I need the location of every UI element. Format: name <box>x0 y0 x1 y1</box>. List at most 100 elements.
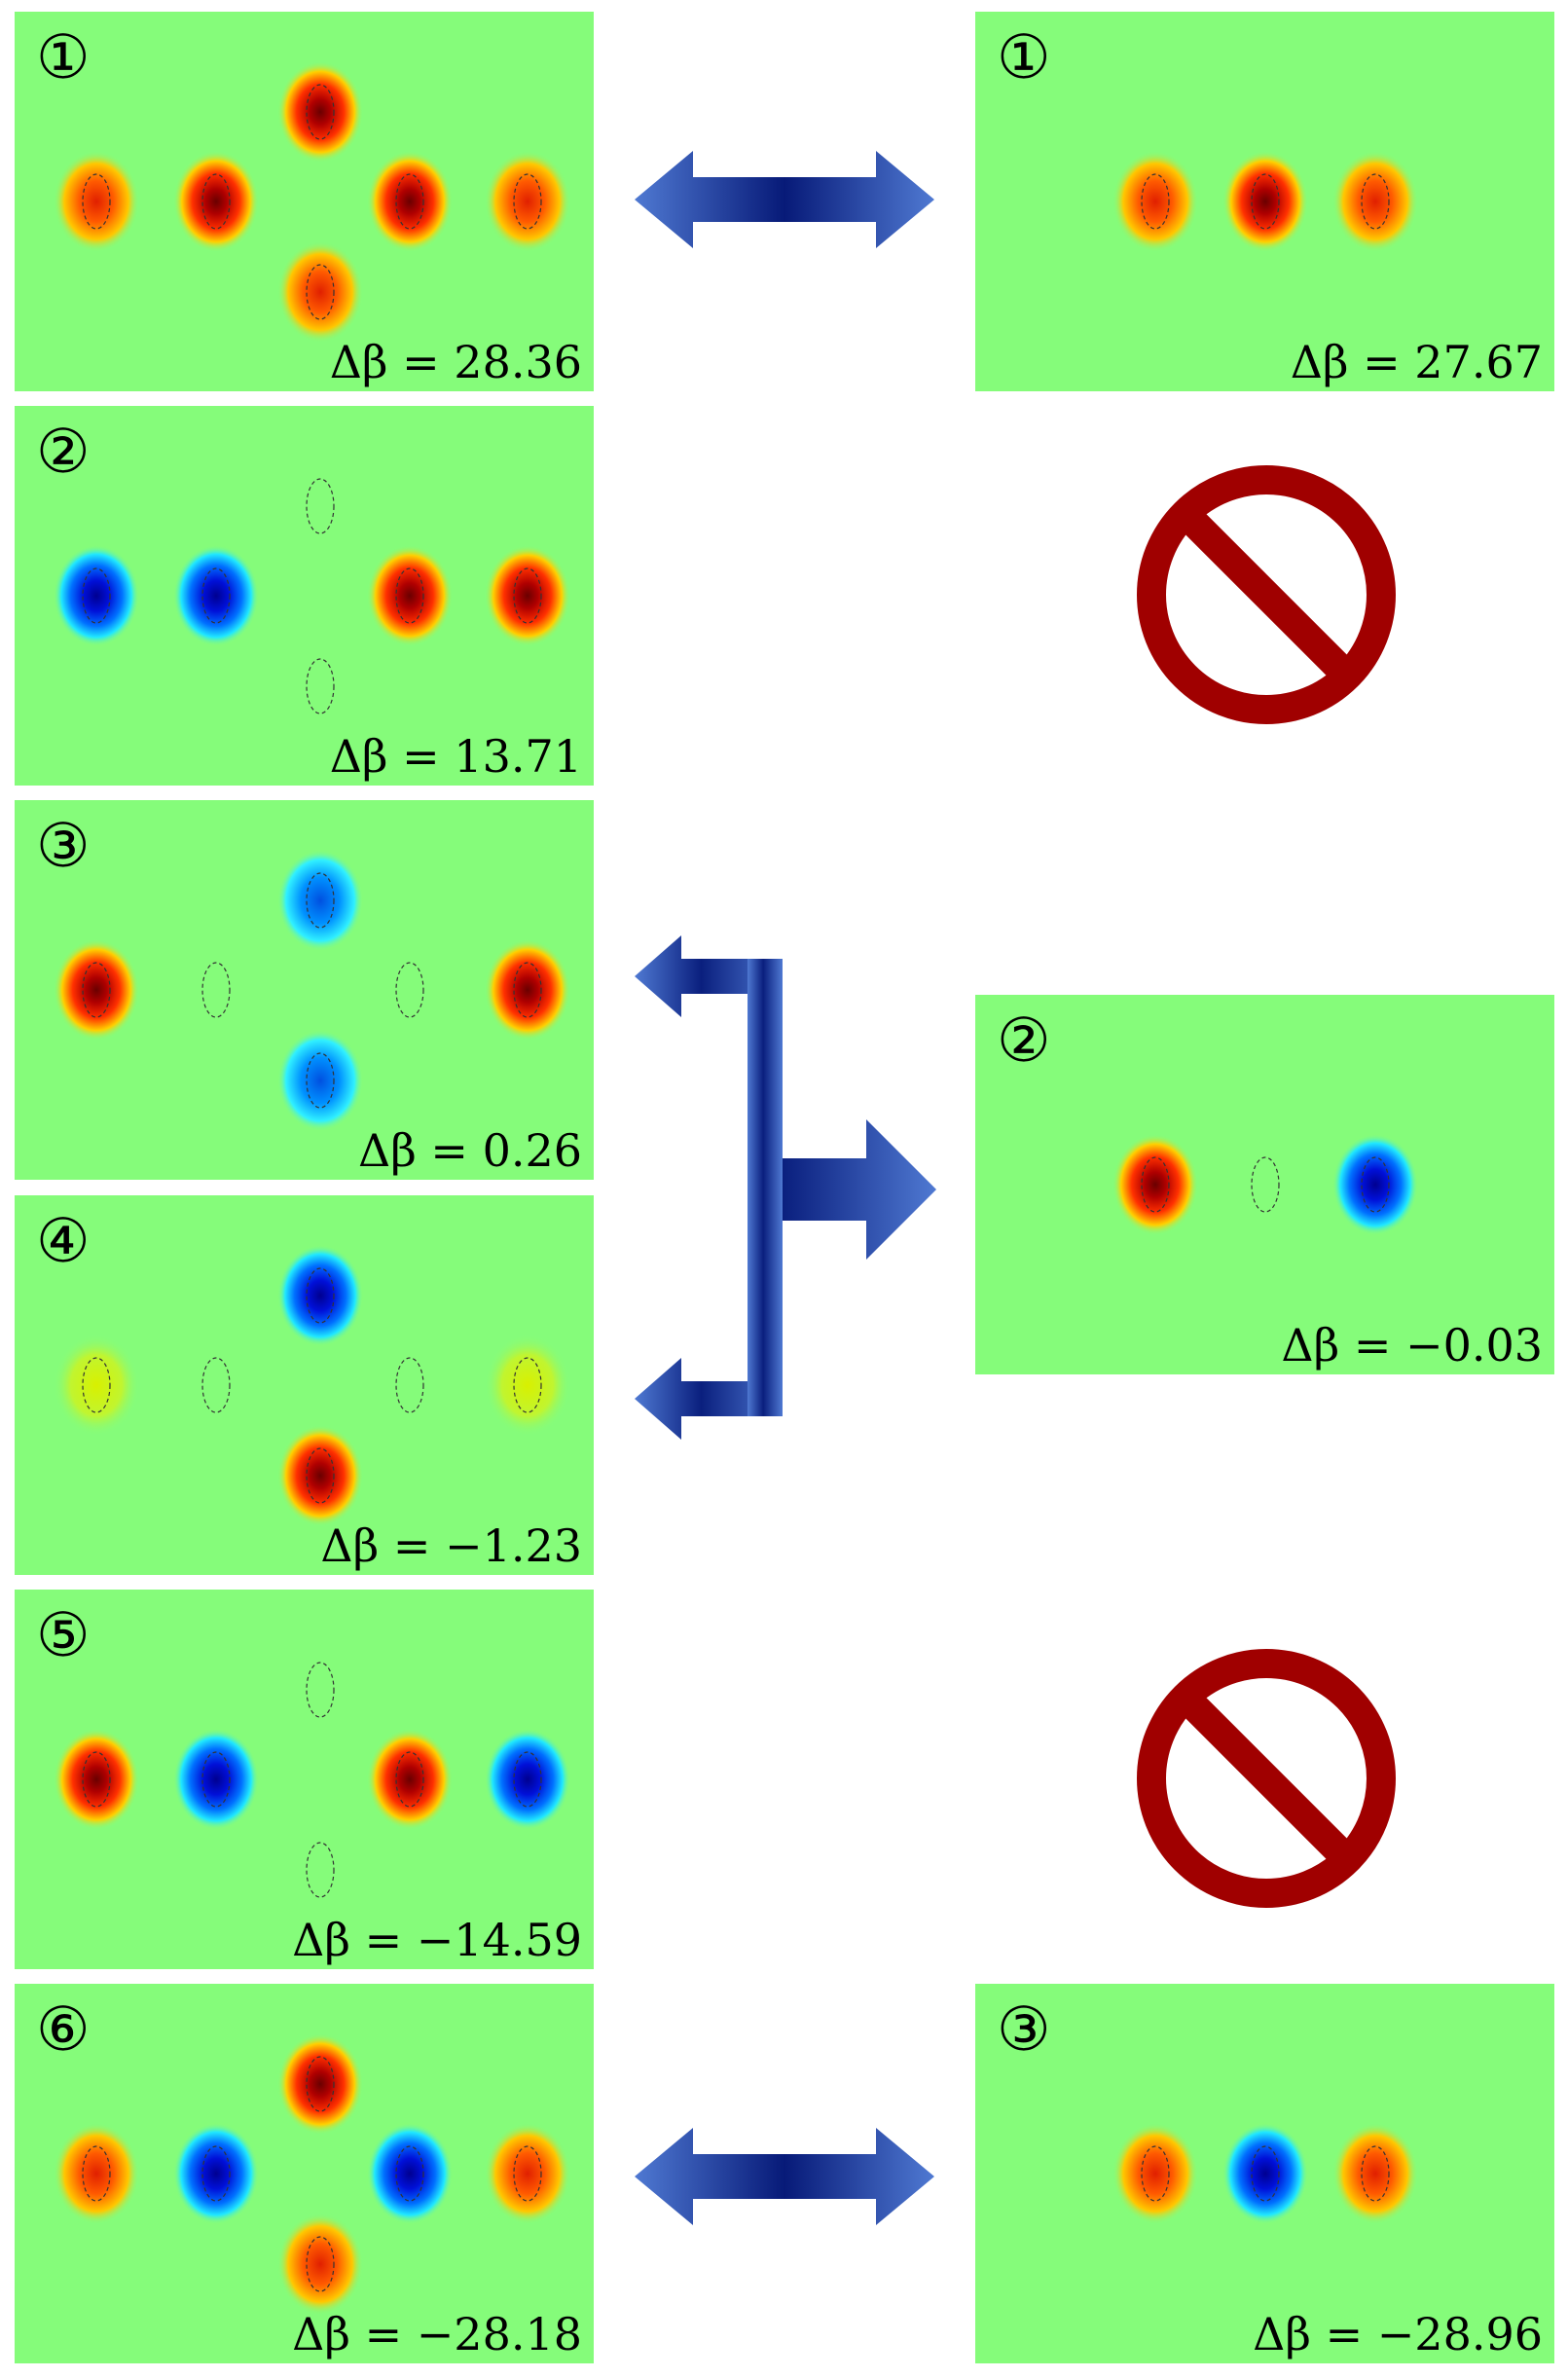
mode-field-blue <box>277 1245 363 1346</box>
waveguide-core-outline <box>201 962 231 1018</box>
mode-field-blue <box>1332 1134 1418 1235</box>
waveguide-core-outline <box>1141 173 1170 230</box>
waveguide-core-outline <box>306 84 335 140</box>
left-panel-1: ①Δβ = 28.36 <box>15 12 594 391</box>
waveguide-core-outline <box>82 1751 111 1808</box>
waveguide-core-outline <box>82 2145 111 2202</box>
waveguide-core-outline <box>82 962 111 1018</box>
left-panel-6: ⑥ Δβ = −28.18 <box>15 1984 594 2363</box>
right-panel-2: ② Δβ = −0.03 <box>975 995 1554 1374</box>
mode-field-red <box>367 545 453 646</box>
mode-field-red <box>1222 151 1308 252</box>
mode-field-red <box>277 1425 363 1526</box>
panel-number: ⑥ <box>36 1994 91 2065</box>
waveguide-core-outline <box>513 1751 542 1808</box>
mode-field-red <box>485 939 570 1041</box>
mode-field-blue <box>367 2123 453 2224</box>
waveguide-core-outline <box>306 2236 335 2292</box>
waveguide-core-outline <box>201 1751 231 1808</box>
mode-field-blue <box>54 545 139 646</box>
mode-field-red <box>1112 1134 1198 1235</box>
mode-field-blue <box>173 1729 259 1830</box>
panel-number: ③ <box>997 1994 1051 2065</box>
mode-field-orange <box>485 2123 570 2224</box>
waveguide-core-outline <box>201 173 231 230</box>
waveguide-core-outline <box>306 1842 335 1898</box>
mode-field-blue <box>485 1729 570 1830</box>
waveguide-core-outline <box>395 2145 424 2202</box>
panel-number: ② <box>997 1005 1051 1076</box>
mode-field-red <box>485 545 570 646</box>
mode-field-yellow <box>54 1335 139 1436</box>
left-panel-4: ④Δβ = −1.23 <box>15 1195 594 1575</box>
waveguide-core-outline <box>1141 1156 1170 1213</box>
waveguide-core-outline <box>201 2145 231 2202</box>
double-arrow-top <box>635 151 934 248</box>
left-panel-3: ③Δβ = 0.26 <box>15 800 594 1180</box>
mode-field-blue-l <box>277 1030 363 1131</box>
waveguide-core-outline <box>201 1357 231 1413</box>
mode-field-blue <box>173 545 259 646</box>
branch-arrow <box>635 935 936 1440</box>
mode-field-orange <box>54 151 139 252</box>
mode-field-orange <box>1332 151 1418 252</box>
waveguide-core-outline <box>306 1052 335 1109</box>
waveguide-core-outline <box>1361 173 1390 230</box>
waveguide-core-outline <box>1361 1156 1390 1213</box>
waveguide-core-outline <box>395 173 424 230</box>
waveguide-core-outline <box>513 1357 542 1413</box>
mode-field-blue-l <box>277 850 363 951</box>
panel-number: ① <box>997 21 1051 92</box>
mode-field-blue <box>173 2123 259 2224</box>
waveguide-core-outline <box>395 1357 424 1413</box>
mode-field-red <box>277 61 363 163</box>
mode-field-orange <box>1112 151 1198 252</box>
mode-field-yellow <box>485 1335 570 1436</box>
mode-field-orange <box>277 2213 363 2315</box>
delta-beta-label: Δβ = 28.36 <box>330 336 582 388</box>
mode-field-orange <box>1332 2123 1418 2224</box>
mode-field-red <box>54 1729 139 1830</box>
mode-field-orange <box>1112 2123 1198 2224</box>
delta-beta-label: Δβ = −28.96 <box>1253 2308 1543 2360</box>
waveguide-core-outline <box>82 1357 111 1413</box>
waveguide-core-outline <box>395 1751 424 1808</box>
left-panel-5: ⑤Δβ = −14.59 <box>15 1590 594 1969</box>
panel-background <box>975 995 1554 1374</box>
double-arrow-bottom <box>635 2128 934 2225</box>
waveguide-core-outline <box>306 2056 335 2112</box>
mode-field-red <box>54 939 139 1041</box>
panel-number: ③ <box>36 810 91 881</box>
mode-field-red <box>367 151 453 252</box>
waveguide-core-outline <box>306 264 335 320</box>
waveguide-core-outline <box>306 1267 335 1324</box>
waveguide-core-outline <box>1251 1156 1280 1213</box>
mode-field-red <box>173 151 259 252</box>
waveguide-core-outline <box>201 567 231 624</box>
delta-beta-label: Δβ = −0.03 <box>1281 1319 1543 1372</box>
mode-field-red <box>367 1729 453 1830</box>
delta-beta-label: Δβ = −28.18 <box>292 2308 582 2360</box>
waveguide-core-outline <box>306 478 335 534</box>
mode-field-orange <box>485 151 570 252</box>
waveguide-core-outline <box>1361 2145 1390 2202</box>
waveguide-core-outline <box>306 658 335 714</box>
mode-field-orange <box>277 241 363 343</box>
waveguide-core-outline <box>395 962 424 1018</box>
left-panel-2: ② Δβ = 13.71 <box>15 406 594 786</box>
mode-field-red <box>277 2033 363 2135</box>
waveguide-core-outline <box>1251 2145 1280 2202</box>
panel-number: ④ <box>36 1205 91 1276</box>
waveguide-core-outline <box>306 872 335 929</box>
waveguide-core-outline <box>513 2145 542 2202</box>
delta-beta-label: Δβ = 27.67 <box>1291 336 1543 388</box>
right-panel-3: ③ Δβ = −28.96 <box>975 1984 1554 2363</box>
delta-beta-label: Δβ = −14.59 <box>292 1914 582 1966</box>
forbidden-icon <box>1137 1649 1396 1908</box>
right-column-modes: ① Δβ = 27.67 ② Δβ = −0.03 ③ Δβ = −28.96 <box>975 12 1554 2363</box>
waveguide-core-outline <box>306 1447 335 1504</box>
panel-number: ② <box>36 416 91 487</box>
mode-field-blue <box>1222 2123 1308 2224</box>
delta-beta-label: Δβ = 13.71 <box>330 730 582 783</box>
